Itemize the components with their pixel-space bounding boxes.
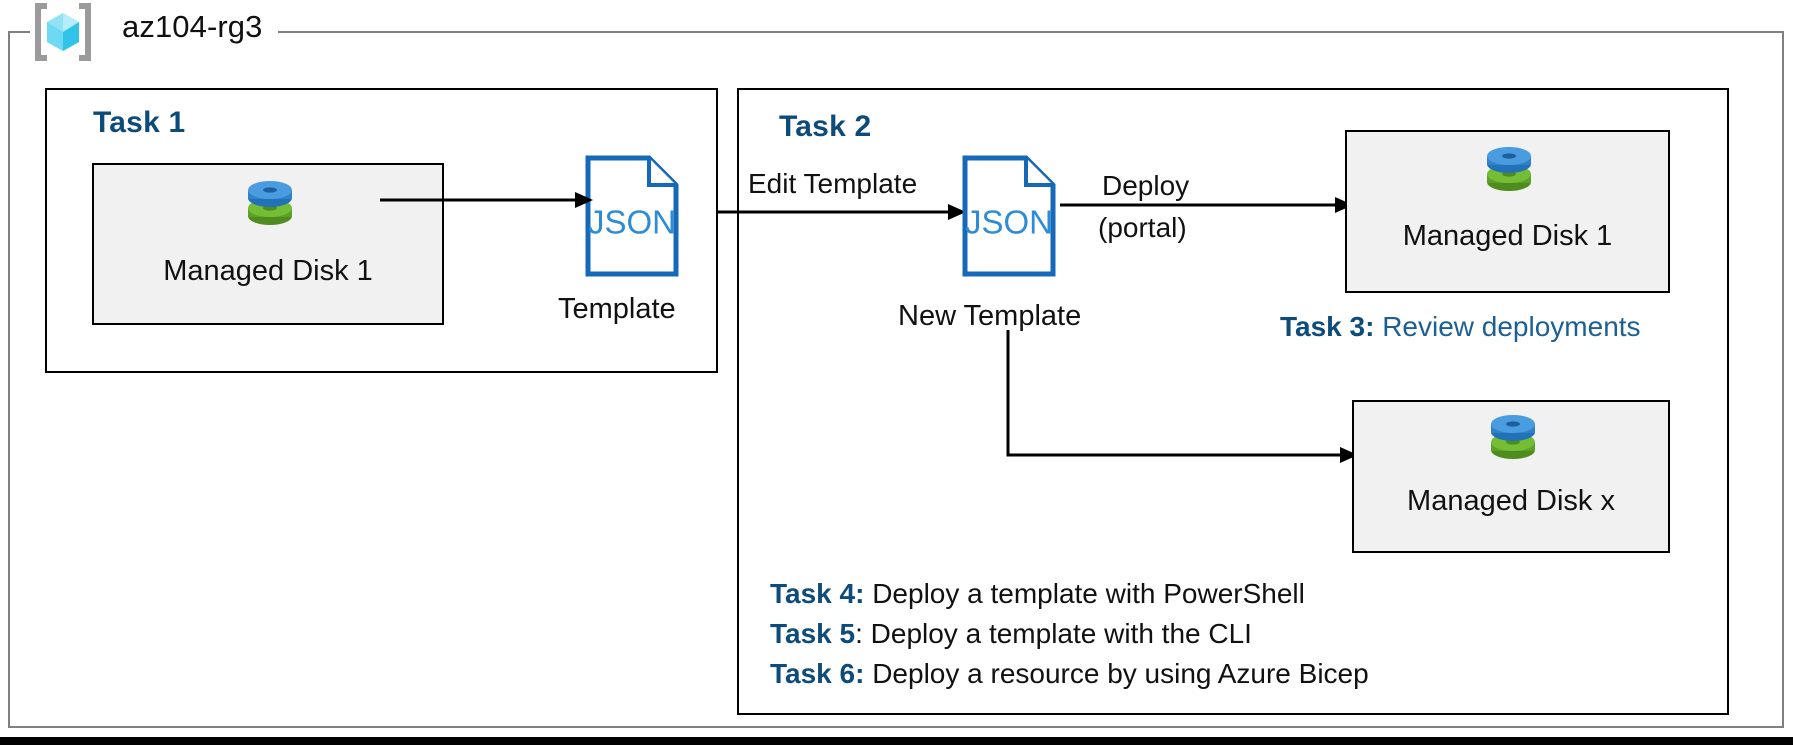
managed-disk-icon [241,178,299,246]
task2-panel [737,88,1729,715]
resource-box-managed-disk-1[interactable]: Managed Disk 1 [92,163,444,325]
template-caption: Template [558,293,676,325]
resource-group-frame-top-right [278,31,1784,33]
task3-description: Review deployments [1374,311,1641,342]
resource-group-frame [8,31,1784,728]
task6-callout: Task 6: Deploy a resource by using Azure… [770,657,1369,691]
task6-description: Deploy a resource by using Azure Bicep [864,658,1369,689]
task5-tag: Task 5 [770,618,856,649]
task1-panel [45,88,718,373]
connector-deploy-to-managed-disk-x [1006,330,1358,463]
task6-tag: Task 6: [770,658,865,689]
json-document-icon[interactable]: JSON [585,155,679,277]
managed-disk-icon [1480,144,1538,212]
edge-label-deploy-portal: (portal) [1098,212,1187,243]
svg-text:JSON: JSON [965,204,1053,241]
task4-tag: Task 4: [770,578,865,609]
task4-description: Deploy a template with PowerShell [864,578,1305,609]
task1-title: Task 1 [93,106,186,139]
resource-group-frame-top-left [8,31,30,33]
task5-description: : Deploy a template with the CLI [855,618,1252,649]
page-bottom-edge [0,737,1793,745]
task2-title: Task 2 [779,110,872,143]
resource-box-managed-disk-x[interactable]: Managed Disk x [1352,400,1670,553]
edge-label-deploy: Deploy [1102,170,1190,201]
task3-callout: Task 3: Review deployments [1280,310,1641,344]
connector-deploy-portal [1060,197,1353,213]
azure-resource-group-icon [33,3,93,61]
resource-label: Managed Disk 1 [1402,220,1613,252]
resource-box-managed-disk-1-deployed[interactable]: Managed Disk 1 [1345,130,1670,293]
resource-label: Managed Disk x [1407,485,1615,517]
task4-callout: Task 4: Deploy a template with PowerShel… [770,577,1305,611]
connector-edit-template [718,204,966,220]
task5-callout: Task 5: Deploy a template with the CLI [770,617,1252,651]
json-document-icon[interactable]: JSON [962,155,1056,277]
edge-label-edit-template: Edit Template [748,168,918,199]
template-caption: New Template [898,300,1082,332]
svg-text:JSON: JSON [588,204,676,241]
resource-group-name: az104-rg3 [122,9,263,44]
task3-tag: Task 3: [1280,311,1375,342]
resource-label: Managed Disk 1 [163,255,373,287]
connector-disk1-to-template1 [380,192,593,208]
managed-disk-icon [1484,412,1542,480]
